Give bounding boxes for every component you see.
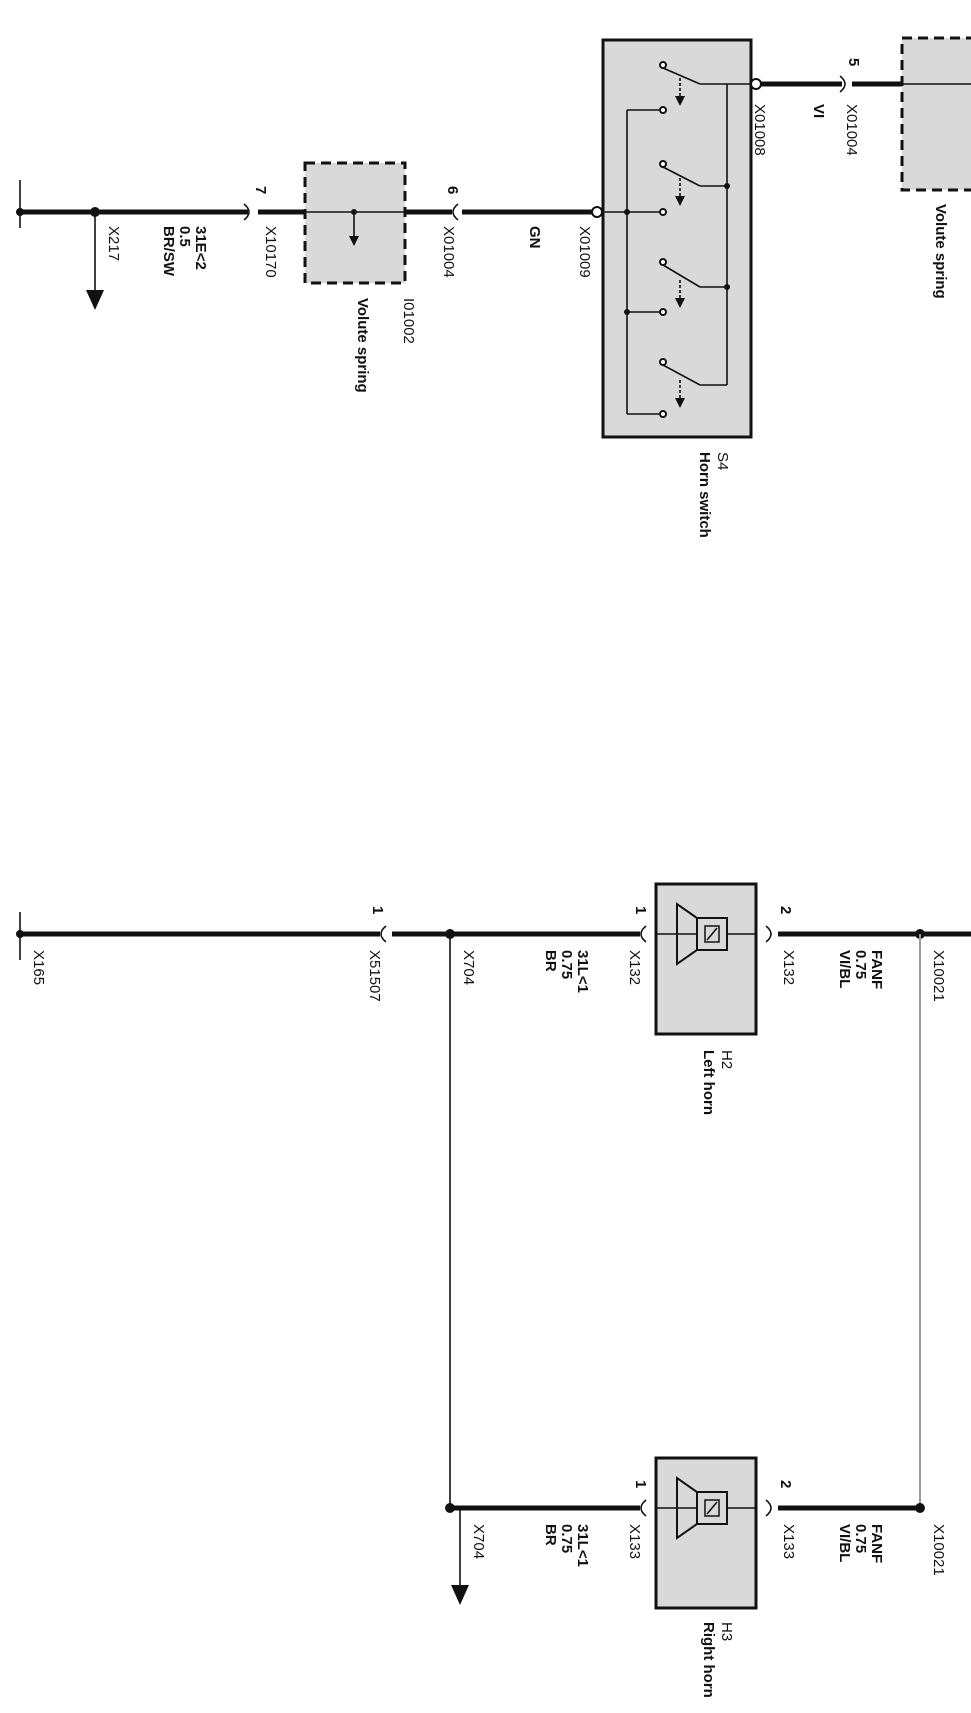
- label-x10021-left: X10021: [930, 950, 947, 1002]
- horn-icon-left: [676, 902, 728, 966]
- ground-arrow-icon-right: [451, 1585, 469, 1605]
- label-i01002: I01002: [400, 298, 417, 344]
- label-x132-1: X132: [626, 950, 643, 985]
- label-x01004-a: X01004: [440, 226, 457, 278]
- connector-x01004b-icon: [839, 75, 846, 93]
- label-x01008: X01008: [751, 104, 768, 156]
- label-x01009: X01009: [576, 226, 593, 278]
- label-i01002-name: Volute spring: [354, 298, 371, 393]
- connector-x01008-icon: [750, 78, 762, 90]
- label-right-pin2-color: VI/BL: [836, 1524, 853, 1562]
- connector-x133-pin1-icon: [640, 1499, 647, 1517]
- switch-contacts: [624, 61, 751, 418]
- left-horn-labels: X165 1 X51507 X704 31L<1 0.75 BR 1 X132 …: [30, 906, 947, 1115]
- label-right-pin1-gauge: 0.75: [558, 1524, 575, 1553]
- right-horn-h3: [654, 1456, 758, 1610]
- label-wire-vi: VI: [810, 104, 827, 118]
- label-h2-name: Left horn: [700, 1050, 717, 1115]
- splice-x10021-right: [915, 1503, 925, 1513]
- label-left-pin2-color: VI/BL: [836, 950, 853, 988]
- label-x217: X217: [105, 226, 122, 261]
- horn-icon-right: [676, 1476, 728, 1540]
- right-horn-labels: X704 31L<1 0.75 BR 1 X133 2 X133 FANF 0.…: [470, 1480, 947, 1698]
- pin-x133-1: 1: [632, 1480, 649, 1488]
- label-x704-left: X704: [460, 950, 477, 985]
- left-horn-h2: [654, 882, 758, 1036]
- pin-x132-1: 1: [632, 906, 649, 914]
- label-wire-circuit: 31E<2: [192, 226, 209, 270]
- pin-x133-2: 2: [777, 1480, 794, 1488]
- connector-x132-pin2-icon: [765, 925, 772, 943]
- label-right-pin2-gauge: 0.75: [852, 1524, 869, 1553]
- label-x01004-b: X01004: [843, 104, 860, 156]
- label-x132-2: X132: [780, 950, 797, 985]
- label-right-pin1-circuit: 31L<1: [574, 1524, 591, 1567]
- label-s4: S4: [714, 452, 731, 470]
- label-x704-right: X704: [470, 1524, 487, 1559]
- left-horn-circuit: [16, 882, 971, 1036]
- label-x133-2: X133: [780, 1524, 797, 1559]
- label-wire-gn: GN: [526, 226, 543, 249]
- label-x10021-right: X10021: [930, 1524, 947, 1576]
- top-labels: X217 31E<2 0.5 BR/SW 7 X10170 I01002 Vol…: [105, 58, 949, 538]
- label-x133-1: X133: [626, 1524, 643, 1559]
- label-s4-name: Horn switch: [696, 452, 713, 538]
- pin-x132-2: 2: [777, 906, 794, 914]
- label-left-pin1-color: BR: [542, 950, 559, 972]
- connector-x132-pin1-icon: [640, 925, 647, 943]
- label-wire-gauge: 0.5: [176, 226, 193, 247]
- splice-x217: [90, 207, 100, 217]
- ground-arrow-icon: [86, 290, 104, 310]
- connector-x01009-icon: [591, 206, 603, 218]
- pin-x51507: 1: [369, 906, 386, 914]
- connector-x51507-icon: [380, 925, 387, 943]
- pin-x10170: 7: [252, 186, 269, 194]
- label-volute-top-name: Volute spring: [932, 204, 949, 299]
- pin-x01004-a: 6: [444, 186, 461, 194]
- volute-spring-i01002: [303, 161, 407, 285]
- label-h3-name: Right horn: [700, 1622, 717, 1698]
- label-left-pin1-gauge: 0.75: [558, 950, 575, 979]
- pin-x01004-b: 5: [845, 58, 862, 66]
- label-h2: H2: [718, 1050, 735, 1069]
- label-right-pin1-color: BR: [542, 1524, 559, 1546]
- label-right-pin2-circuit: FANF: [868, 1524, 885, 1563]
- right-horn-circuit: [445, 1456, 925, 1610]
- label-wire-color: BR/SW: [160, 226, 177, 277]
- label-x51507: X51507: [366, 950, 383, 1002]
- label-x165: X165: [30, 950, 47, 985]
- connector-x10170-icon: [243, 203, 250, 221]
- label-left-pin2-gauge: 0.75: [852, 950, 869, 979]
- splice-x704-right: [445, 1503, 455, 1513]
- volute-spring-top: [900, 36, 971, 192]
- top-circuit: [16, 36, 971, 439]
- connector-x133-pin2-icon: [765, 1499, 772, 1517]
- connector-x01004-icon: [452, 203, 459, 221]
- label-h3: H3: [718, 1622, 735, 1641]
- label-left-pin2-circuit: FANF: [868, 950, 885, 989]
- spring-arrow-icon: [349, 236, 359, 246]
- label-x10170: X10170: [262, 226, 279, 278]
- label-left-pin1-circuit: 31L<1: [574, 950, 591, 993]
